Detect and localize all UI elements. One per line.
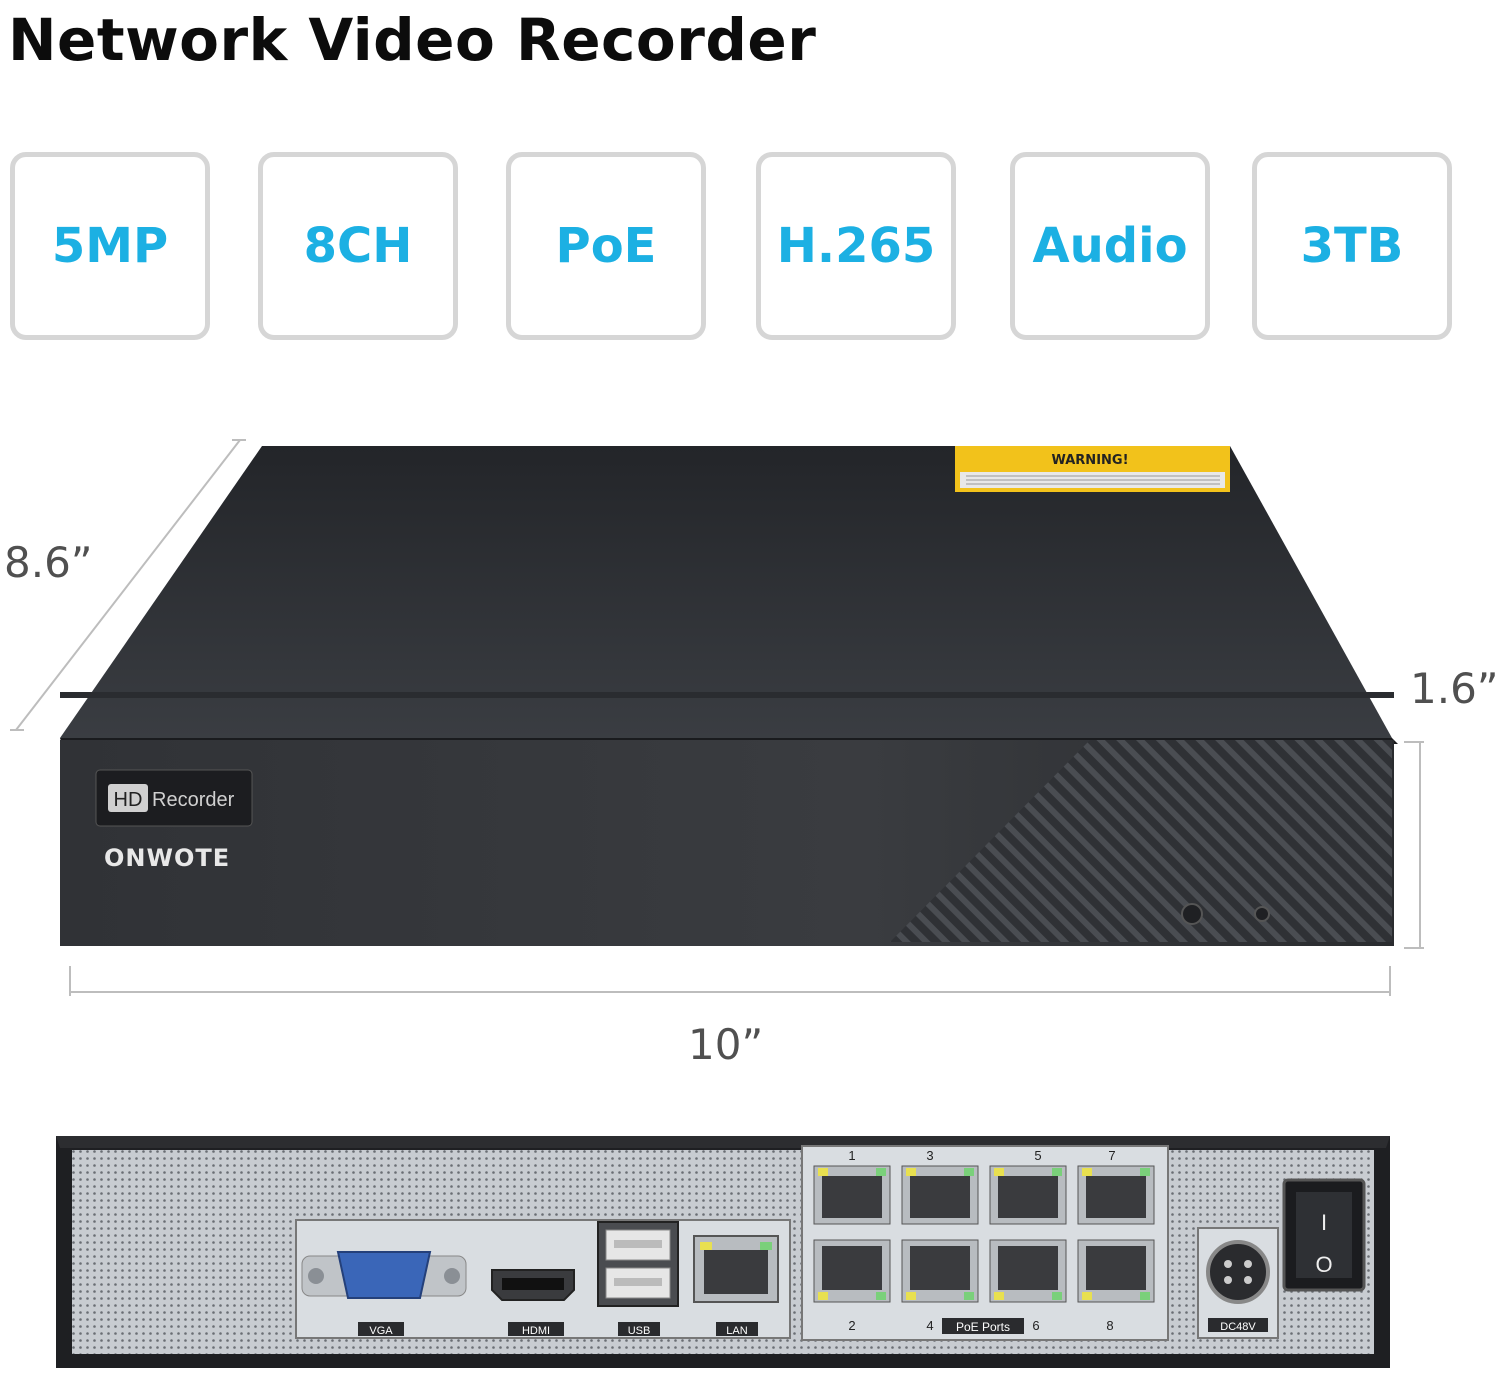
- poe-port-number: 2: [848, 1318, 855, 1333]
- brand-name: ONWOTE: [104, 844, 230, 872]
- badge-codec: H.265: [756, 152, 956, 340]
- width-dimension-line: [69, 966, 1391, 996]
- vga-port: VGA: [301, 1251, 467, 1337]
- hd-logo-text: HD: [114, 789, 143, 811]
- poe-port-number: 6: [1032, 1318, 1039, 1333]
- page-title: Network Video Recorder: [8, 6, 817, 74]
- switch-on-symbol: I: [1321, 1210, 1327, 1235]
- badge-resolution: 5MP: [10, 152, 210, 340]
- depth-dimension-line: [10, 439, 246, 731]
- poe-port-number: 4: [926, 1318, 933, 1333]
- lan-label: LAN: [726, 1325, 747, 1337]
- poe-ports: 1 3 5 7 2 4 6 8 PoE Ports: [801, 1145, 1169, 1341]
- height-label: 1.6”: [1410, 664, 1499, 713]
- poe-port-number: 8: [1106, 1318, 1113, 1333]
- nvr-front-view: WARNING! HD Recorder ONWOTE: [60, 446, 1398, 946]
- power-indicator: [1181, 903, 1203, 925]
- badge-audio: Audio: [1010, 152, 1210, 340]
- badge-storage: 3TB: [1252, 152, 1452, 340]
- warning-label-text: WARNING!: [1051, 453, 1128, 468]
- hdmi-port: HDMI: [491, 1269, 575, 1337]
- usb-label: USB: [628, 1325, 651, 1337]
- device-top-lid: [60, 446, 1392, 738]
- poe-label: PoE Ports: [956, 1320, 1010, 1334]
- usb-ports: USB: [597, 1221, 679, 1337]
- dc-label: DC48V: [1220, 1321, 1256, 1333]
- height-dimension-line: [1404, 741, 1424, 949]
- hdmi-label: HDMI: [522, 1325, 550, 1337]
- poe-port-number: 7: [1108, 1148, 1115, 1163]
- poe-port-number: 3: [926, 1148, 933, 1163]
- vga-label: VGA: [369, 1325, 393, 1337]
- poe-port-number: 1: [848, 1148, 855, 1163]
- badge-poe: PoE: [506, 152, 706, 340]
- poe-port-number: 5: [1034, 1148, 1041, 1163]
- power-switch: I O: [1282, 1178, 1366, 1292]
- depth-label: 8.6”: [4, 538, 93, 587]
- nvr-rear-view: VGA HDMI USB LAN: [56, 1136, 1390, 1368]
- width-label: 10”: [688, 1020, 764, 1069]
- badge-channels: 8CH: [258, 152, 458, 340]
- lan-port: LAN: [693, 1235, 779, 1337]
- hdd-indicator: [1254, 906, 1270, 922]
- recorder-text: Recorder: [152, 789, 235, 811]
- warning-label: WARNING!: [955, 446, 1230, 492]
- switch-off-symbol: O: [1315, 1252, 1332, 1277]
- dc-power-port: DC48V: [1197, 1227, 1279, 1339]
